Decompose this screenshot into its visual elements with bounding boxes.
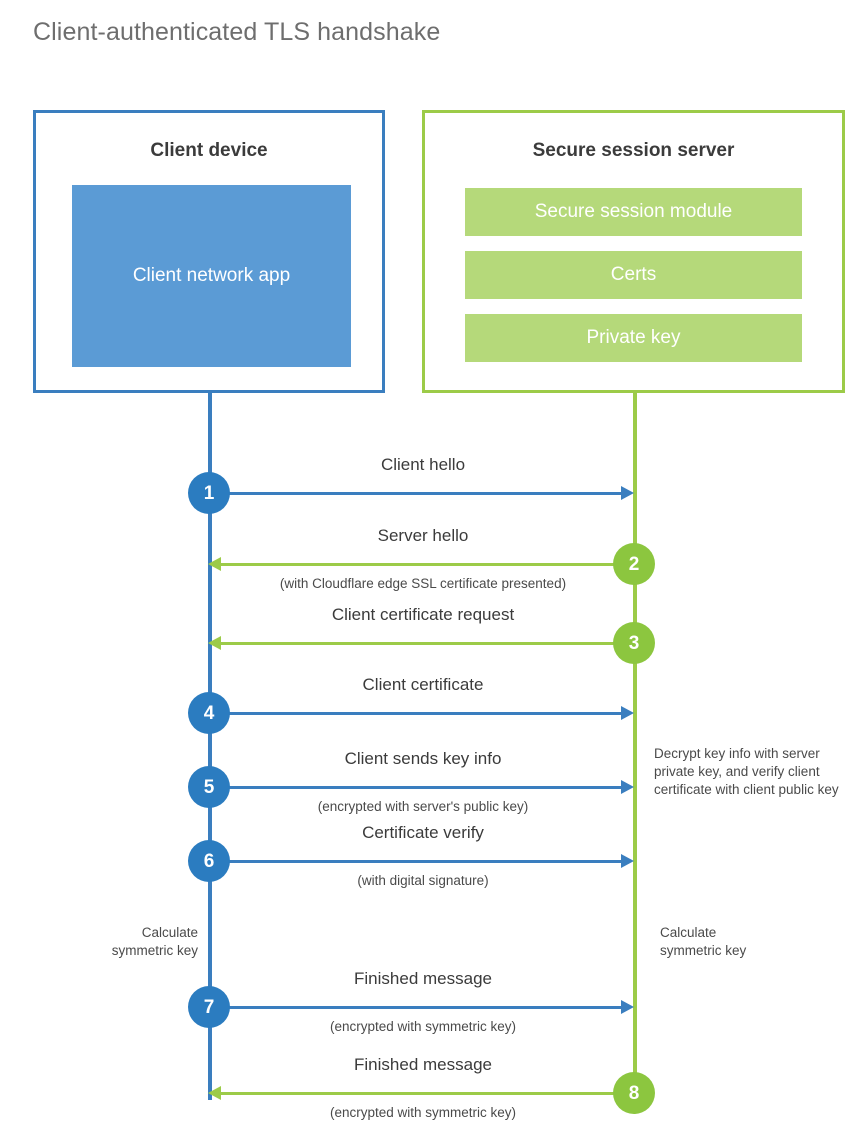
note-client-calculate-symmetric-key: Calculate symmetric key: [111, 925, 198, 959]
message-label-4: Client certificate: [362, 675, 484, 694]
message-line-3: [219, 642, 635, 645]
message-line-7: [208, 1006, 625, 1009]
message-label-2: Server hello: [377, 526, 469, 545]
arrow-head-right-icon: [621, 706, 634, 720]
arrow-head-right-icon: [621, 780, 634, 794]
server-lifeline: [633, 390, 637, 1095]
message-sublabel-2: (with Cloudflare edge SSL certificate pr…: [279, 576, 567, 591]
message-line-8: [219, 1092, 635, 1095]
arrow-head-right-icon: [621, 1000, 634, 1014]
page-title: Client-authenticated TLS handshake: [33, 18, 441, 46]
secure-session-server-title: Secure session server: [532, 140, 735, 161]
arrow-head-left-icon: [208, 1086, 221, 1100]
secure-session-server-box: Secure session server Secure session mod…: [422, 110, 845, 393]
message-label-3: Client certificate request: [331, 605, 515, 624]
client-device-box: Client device Client network app: [33, 110, 385, 393]
message-label-1: Client hello: [380, 455, 466, 474]
message-line-6: [208, 860, 625, 863]
arrow-head-left-icon: [208, 557, 221, 571]
message-line-2: [219, 563, 635, 566]
message-line-4: [208, 712, 625, 715]
message-line-1: [208, 492, 625, 495]
arrow-head-right-icon: [621, 486, 634, 500]
message-sublabel-5: (encrypted with server's public key): [317, 799, 529, 814]
note-server-calculate-symmetric-key: Calculate symmetric key: [660, 925, 747, 959]
server-block-certs: Certs: [465, 251, 802, 299]
step-circle-7: 7: [188, 986, 230, 1028]
note-decrypt-key-info: Decrypt key info with server private key…: [654, 746, 839, 798]
message-label-5: Client sends key info: [344, 749, 502, 768]
client-lifeline: [208, 390, 212, 1100]
step-circle-3: 3: [613, 622, 655, 664]
message-label-6: Certificate verify: [362, 823, 484, 842]
step-circle-5: 5: [188, 766, 230, 808]
client-device-title: Client device: [150, 140, 268, 161]
step-circle-8: 8: [613, 1072, 655, 1114]
message-label-8: Finished message: [354, 1055, 492, 1074]
message-sublabel-7: (encrypted with symmetric key): [329, 1019, 517, 1034]
arrow-head-right-icon: [621, 854, 634, 868]
message-sublabel-8: (encrypted with symmetric key): [329, 1105, 517, 1120]
step-circle-6: 6: [188, 840, 230, 882]
message-line-5: [208, 786, 625, 789]
client-network-app-block: Client network app: [72, 185, 351, 367]
step-circle-2: 2: [613, 543, 655, 585]
message-label-7: Finished message: [354, 969, 492, 988]
server-block-private-key: Private key: [465, 314, 802, 362]
server-block-secure-session-module: Secure session module: [465, 188, 802, 236]
message-sublabel-6: (with digital signature): [357, 873, 489, 888]
step-circle-4: 4: [188, 692, 230, 734]
arrow-head-left-icon: [208, 636, 221, 650]
step-circle-1: 1: [188, 472, 230, 514]
